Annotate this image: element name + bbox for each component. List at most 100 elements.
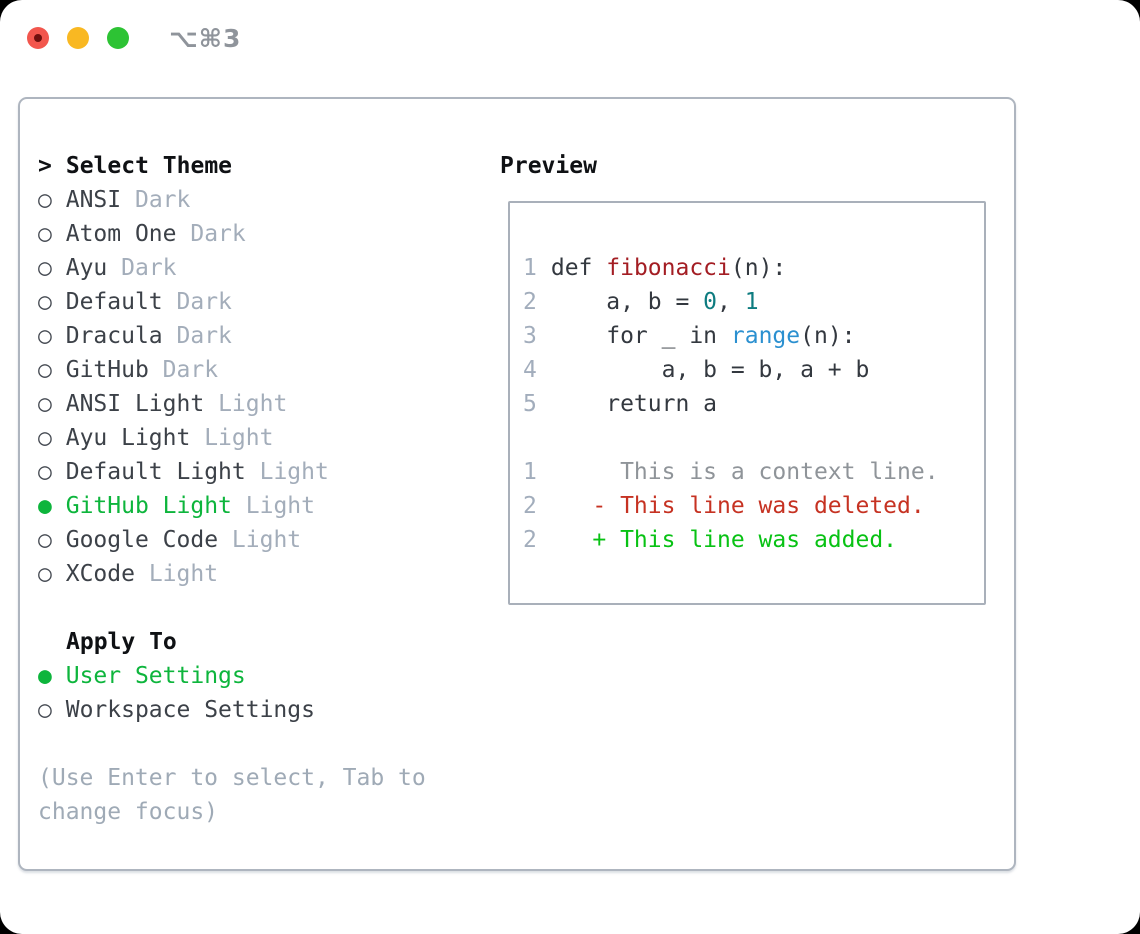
theme-variant-tag: Dark <box>134 187 191 213</box>
theme-name: Google Code <box>65 527 219 553</box>
theme-variant-tag: Light <box>259 459 329 485</box>
theme-list-column: >Select Theme ○ ANSI Dark○ Atom One Dark… <box>38 149 426 829</box>
theme-option-default[interactable]: ○ Default Dark <box>38 285 426 319</box>
apply-to-list: ● User Settings○ Workspace Settings <box>38 659 426 727</box>
code-segment-func: fibonacci <box>606 255 731 281</box>
preview-line: 2 + This line was added. <box>523 523 939 557</box>
code-segment-code: , <box>717 289 745 315</box>
theme-option-dracula[interactable]: ○ Dracula Dark <box>38 319 426 353</box>
theme-name: Ayu <box>65 255 108 281</box>
theme-option-google-code[interactable]: ○ Google Code Light <box>38 523 426 557</box>
prompt-caret: > <box>38 153 52 179</box>
radio-icon: ○ <box>38 561 52 587</box>
theme-variant-tag: Dark <box>190 221 246 247</box>
line-number: 1 <box>523 459 537 485</box>
line-number: 1 <box>523 255 537 281</box>
theme-name: GitHub Light <box>65 493 232 519</box>
theme-variant-tag: Light <box>204 425 274 451</box>
code-segment-add: + This line was added. <box>537 527 898 553</box>
code-segment-code: for _ in <box>537 323 731 349</box>
apply-option-workspace-settings[interactable]: ○ Workspace Settings <box>38 693 426 727</box>
preview-line: 2 - This line was deleted. <box>523 489 939 523</box>
code-segment-builtin: range <box>730 323 801 349</box>
theme-option-ayu-light[interactable]: ○ Ayu Light Light <box>38 421 426 455</box>
theme-option-ansi[interactable]: ○ ANSI Dark <box>38 183 426 217</box>
theme-name: GitHub <box>65 357 149 383</box>
preview-line <box>523 421 939 455</box>
theme-name: Default <box>65 289 163 315</box>
line-number: 4 <box>523 357 537 383</box>
line-number: 2 <box>523 527 537 553</box>
radio-icon: ○ <box>38 527 52 553</box>
code-segment-num: 1 <box>744 289 759 315</box>
preview-line: 4 a, b = b, a + b <box>523 353 939 387</box>
apply-to-title: Apply To <box>66 629 177 655</box>
code-segment-code: (n): <box>800 323 856 349</box>
theme-name: Dracula <box>65 323 163 349</box>
line-number: 2 <box>523 289 537 315</box>
window-shortcut-label: ⌥⌘3 <box>169 23 242 53</box>
theme-variant-tag: Light <box>148 561 219 587</box>
hint-line-2: change focus) <box>38 799 219 825</box>
radio-icon: ○ <box>38 221 52 247</box>
theme-option-ansi-light[interactable]: ○ ANSI Light Light <box>38 387 426 421</box>
line-number: 5 <box>523 391 537 417</box>
code-segment-code: (n): <box>730 255 787 281</box>
code-segment-code: return a <box>537 391 718 417</box>
theme-name: Ayu Light <box>65 425 191 451</box>
theme-name: Default Light <box>65 459 246 485</box>
theme-variant-tag: Dark <box>176 289 232 315</box>
preview-line: 1 def fibonacci(n): <box>523 251 939 285</box>
zoom-button[interactable] <box>107 27 129 49</box>
theme-name: ANSI Light <box>65 391 205 417</box>
radio-selected-icon: ● <box>38 663 52 689</box>
code-segment-del: - This line was deleted. <box>537 493 925 519</box>
theme-option-default-light[interactable]: ○ Default Light Light <box>38 455 426 489</box>
theme-variant-tag: Light <box>218 391 288 417</box>
radio-icon: ○ <box>38 187 52 213</box>
theme-list: ○ ANSI Dark○ Atom One Dark○ Ayu Dark○ De… <box>38 183 426 591</box>
code-segment-num: 0 <box>703 289 718 315</box>
theme-variant-tag: Dark <box>176 323 232 349</box>
theme-name: Atom One <box>65 221 177 247</box>
theme-option-ayu[interactable]: ○ Ayu Dark <box>38 251 426 285</box>
code-segment-code: a, b = <box>537 289 704 315</box>
theme-name: ANSI <box>65 187 122 213</box>
theme-option-atom-one[interactable]: ○ Atom One Dark <box>38 217 426 251</box>
spacer <box>38 591 426 625</box>
theme-variant-tag: Dark <box>162 357 219 383</box>
theme-option-github[interactable]: ○ GitHub Dark <box>38 353 426 387</box>
minimize-button[interactable] <box>67 27 89 49</box>
close-button[interactable] <box>27 27 49 49</box>
theme-option-github-light[interactable]: ● GitHub Light Light <box>38 489 426 523</box>
theme-variant-tag: Light <box>231 527 302 553</box>
radio-icon: ○ <box>38 255 52 281</box>
titlebar: ⌥⌘3 <box>27 24 241 53</box>
apply-option-label: User Settings <box>65 663 246 689</box>
preview-line: 1 This is a context line. <box>523 455 939 489</box>
hint-line-1: (Use Enter to select, Tab to <box>38 765 426 791</box>
code-segment-code: def <box>537 255 607 281</box>
select-theme-title: Select Theme <box>65 153 233 179</box>
preview-line: 3 for _ in range(n): <box>523 319 939 353</box>
preview-line: 5 return a <box>523 387 939 421</box>
radio-icon: ○ <box>38 323 52 349</box>
apply-option-user-settings[interactable]: ● User Settings <box>38 659 426 693</box>
spacer <box>38 727 426 761</box>
radio-icon: ○ <box>38 289 52 315</box>
radio-icon: ○ <box>38 391 52 417</box>
radio-icon: ○ <box>38 357 52 383</box>
theme-option-xcode[interactable]: ○ XCode Light <box>38 557 426 591</box>
radio-icon: ○ <box>38 425 52 451</box>
code-segment-ctx: This is a context line. <box>537 459 939 485</box>
theme-variant-tag: Light <box>245 493 315 519</box>
apply-to-heading: Apply To <box>38 625 426 659</box>
apply-option-label: Workspace Settings <box>65 697 315 723</box>
line-number: 3 <box>523 323 537 349</box>
theme-picker-panel: >Select Theme ○ ANSI Dark○ Atom One Dark… <box>18 97 1016 871</box>
code-segment-code: a, b = b, a + b <box>537 357 870 383</box>
preview-heading: Preview <box>500 153 597 179</box>
